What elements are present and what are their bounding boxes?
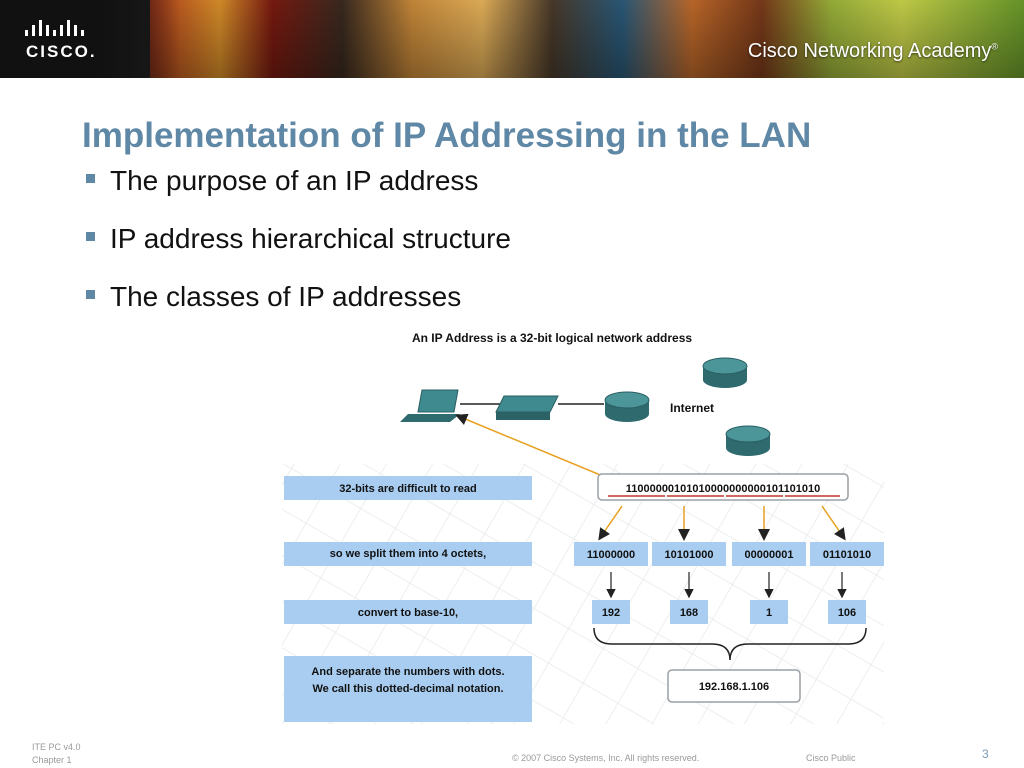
decimal-box <box>828 600 866 624</box>
header-photo-strip <box>150 0 1024 78</box>
slide-title: Implementation of IP Addressing in the L… <box>82 116 812 155</box>
octet-value: 11000000 <box>587 549 635 561</box>
decimal-value: 192 <box>602 607 620 619</box>
cisco-logo-text: CISCO. <box>26 42 97 61</box>
bullet-item: IP address hierarchical structure <box>86 222 511 280</box>
bullet-text: IP address hierarchical structure <box>110 223 511 254</box>
step-box <box>284 476 532 500</box>
binary-box <box>597 473 849 501</box>
step-text: And separate the numbers with dots. <box>311 666 504 678</box>
bullet-list: The purpose of an IP address IP address … <box>86 164 511 338</box>
bullet-square-icon <box>86 174 95 183</box>
step-box <box>284 542 532 566</box>
internet-label: Internet <box>670 401 714 415</box>
switch-icon <box>495 395 559 420</box>
internet-router-bottom-icon <box>725 425 771 456</box>
bullet-item: The purpose of an IP address <box>86 164 511 222</box>
footer-course-info: ITE PC v4.0 Chapter 1 <box>32 741 81 767</box>
step-text: 32-bits are difficult to read <box>339 483 477 495</box>
footer-copyright: © 2007 Cisco Systems, Inc. All rights re… <box>512 753 700 763</box>
bullet-item: The classes of IP addresses <box>86 280 511 338</box>
octet-value: 10101000 <box>665 549 714 561</box>
decimal-value: 1 <box>766 607 772 619</box>
bullet-text: The purpose of an IP address <box>110 165 479 196</box>
footer-classification: Cisco Public <box>806 753 856 763</box>
step-text: We call this dotted-decimal notation. <box>312 683 503 695</box>
octet-box <box>574 542 648 566</box>
decimal-value: 168 <box>680 607 698 619</box>
laptop-icon <box>400 389 460 422</box>
bullet-text: The classes of IP addresses <box>110 281 462 312</box>
footer-course: ITE PC v4.0 <box>32 742 81 752</box>
octet-value: 00000001 <box>745 549 794 561</box>
router-icon <box>604 391 650 422</box>
internet-router-top-icon <box>702 357 748 388</box>
split-arrows <box>598 505 846 541</box>
footer-chapter: Chapter 1 <box>32 755 72 765</box>
grouping-brace <box>593 627 867 661</box>
octet-box <box>652 542 726 566</box>
header-banner: CISCO. Cisco Networking Academy® <box>0 0 1024 78</box>
ip-address-diagram: An IP Address is a 32-bit logical networ… <box>282 331 884 724</box>
cisco-bars-icon <box>25 20 84 36</box>
decimal-value: 106 <box>838 607 856 619</box>
step-box <box>284 656 532 722</box>
decimal-box <box>750 600 788 624</box>
diagram-caption: An IP Address is a 32-bit logical networ… <box>412 331 692 345</box>
bullet-square-icon <box>86 232 95 241</box>
step-text: convert to base-10, <box>358 607 458 619</box>
laptop-arrow <box>455 413 623 485</box>
dotted-decimal-value: 192.168.1.106 <box>699 681 769 693</box>
cisco-logo: CISCO. <box>0 0 100 78</box>
registered-mark: ® <box>991 41 998 52</box>
page-number: 3 <box>982 747 989 761</box>
academy-name: Cisco Networking Academy® <box>748 40 998 63</box>
octet-box <box>810 542 884 566</box>
decimal-box <box>670 600 708 624</box>
step-text: so we split them into 4 octets, <box>330 548 486 560</box>
octet-value: 01101010 <box>823 549 871 561</box>
dotted-decimal-box <box>667 669 801 703</box>
bullet-square-icon <box>86 290 95 299</box>
octet-box <box>732 542 806 566</box>
decimal-box <box>592 600 630 624</box>
academy-name-text: Cisco Networking Academy <box>747 40 992 62</box>
convert-arrows <box>606 572 847 599</box>
step-box <box>284 600 532 624</box>
binary-value: 11000000101010000000000101101010 <box>626 483 821 495</box>
